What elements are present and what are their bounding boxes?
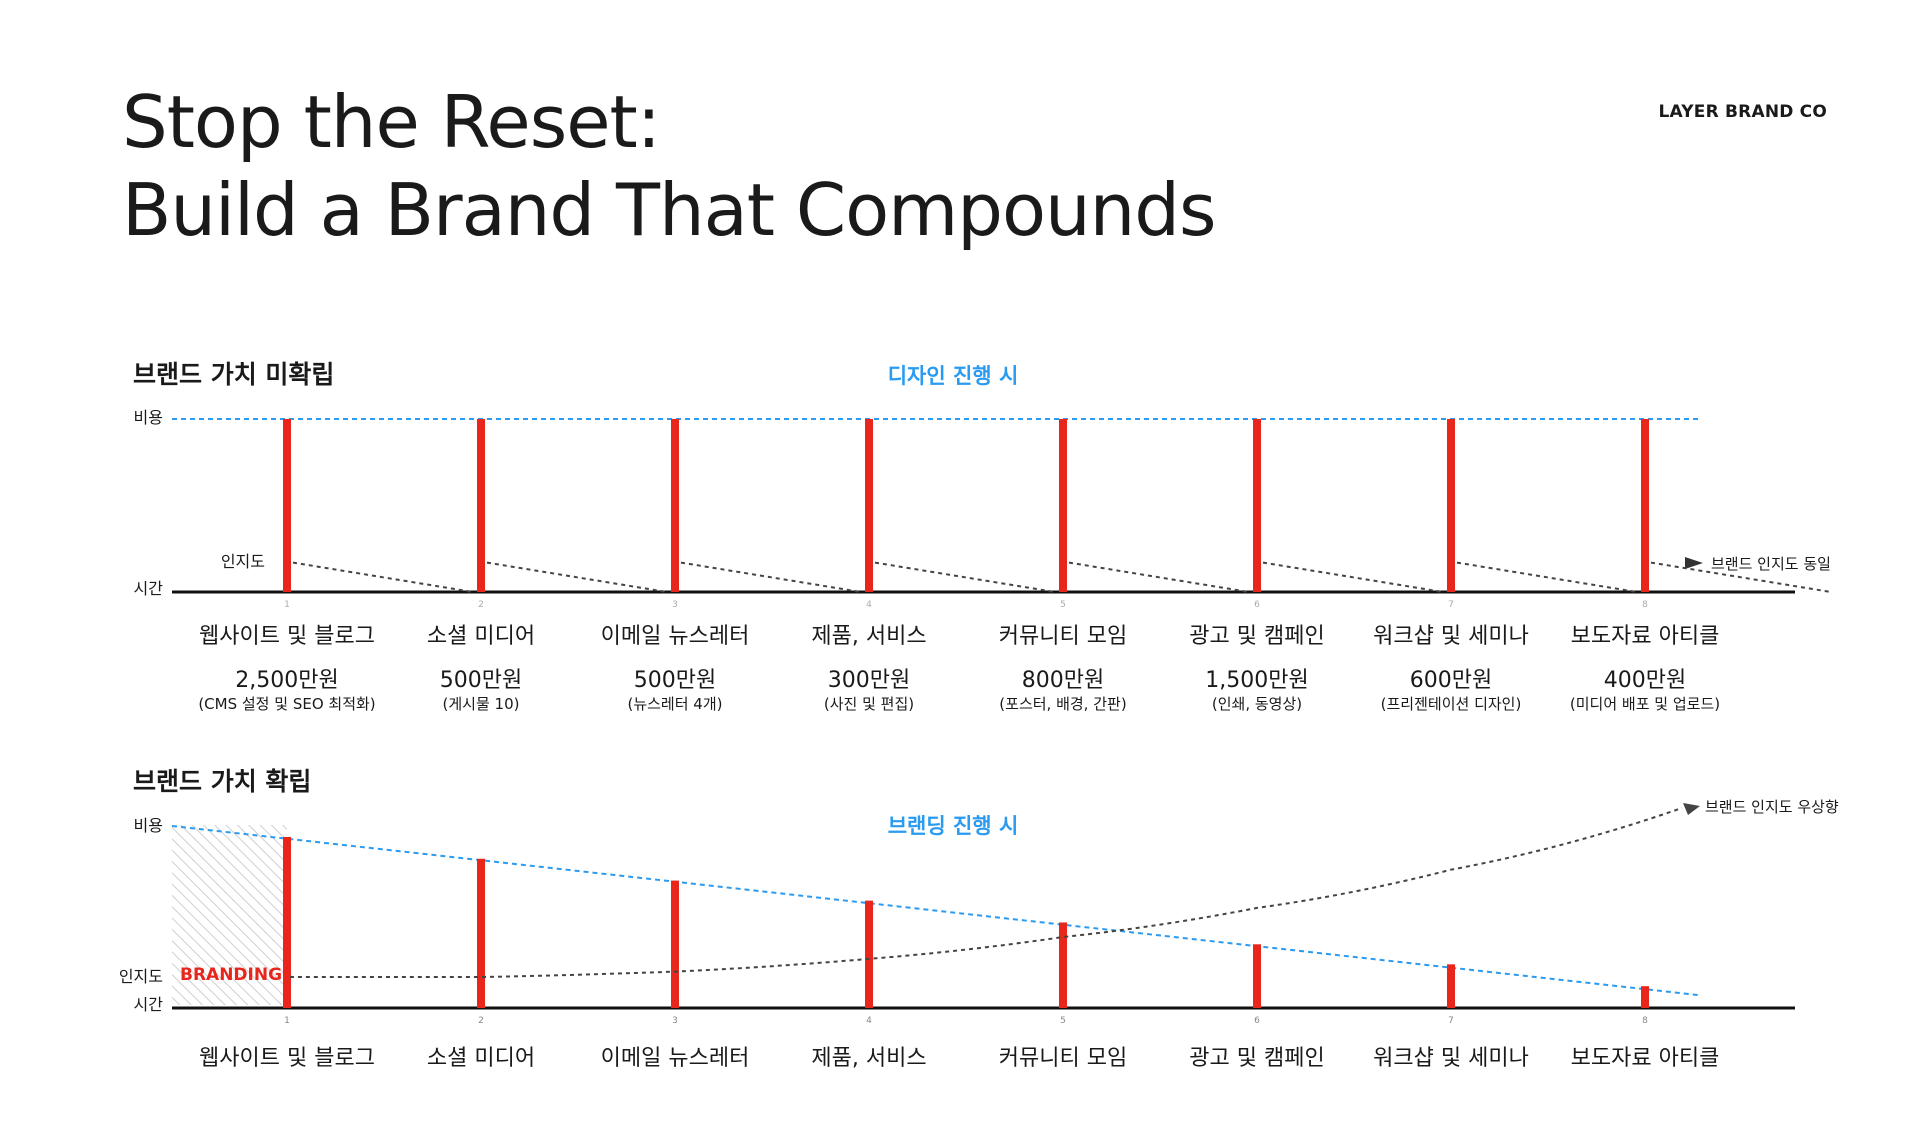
chart1-awareness-segment	[292, 561, 474, 593]
chart-marks: 1 웹사이트 및 블로그 2,500만원 (CMS 설정 및 SEO 최적화) 2 소셜 …	[171, 418, 1832, 1071]
chart1-bar	[1641, 419, 1649, 592]
page-title-line-2: Build a Brand That Compounds	[122, 168, 1217, 252]
chart1-cost-detail: (게시물 10)	[443, 695, 520, 713]
chart1-ylabel-mid: 인지도	[221, 552, 265, 571]
chart1-cost-value: 2,500만원	[235, 668, 338, 693]
chart2-tick-label: 1	[284, 1016, 290, 1026]
chart2-tick-label: 3	[672, 1016, 678, 1026]
chart1-tick-label: 6	[1254, 600, 1260, 610]
chart2-category-label: 광고 및 캠페인	[1189, 1046, 1324, 1071]
chart1-tick-label: 1	[284, 600, 290, 610]
chart1-tick-label: 4	[866, 600, 872, 610]
chart1-category-label: 제품, 서비스	[811, 624, 926, 649]
chart1-cost-detail: (사진 및 편집)	[824, 695, 914, 713]
chart1-tick-label: 7	[1448, 600, 1454, 610]
chart1-bar	[1447, 419, 1455, 592]
page-title: Stop the Reset: Build a Brand That Compo…	[122, 78, 1217, 254]
chart2-bar	[477, 858, 485, 1008]
chart2-category-label: 워크샵 및 세미나	[1373, 1046, 1529, 1071]
chart1-cost-value: 400만원	[1604, 668, 1686, 693]
chart2-tick-label: 8	[1642, 1016, 1648, 1026]
chart1-category-label: 광고 및 캠페인	[1189, 624, 1324, 649]
chart1-bar	[1253, 419, 1261, 592]
chart1-category-label: 웹사이트 및 블로그	[199, 624, 375, 649]
chart1-bar	[283, 419, 291, 592]
chart1-awareness-segment	[1262, 561, 1444, 593]
chart2-end-note: 브랜드 인지도 우상향	[1705, 798, 1839, 816]
chart2-tick-label: 4	[866, 1016, 872, 1026]
chart1-category-label: 소셜 미디어	[427, 624, 535, 649]
chart1-ylabel-top: 비용	[134, 408, 163, 427]
chart1-ylabel-bottom: 시간	[134, 579, 164, 598]
chart2-branding-label: BRANDING	[180, 965, 282, 985]
chart2-ylabel-mid: 인지도	[119, 967, 163, 986]
chart2-category-label: 보도자료 아티클	[1571, 1046, 1720, 1071]
chart1-bar	[671, 419, 679, 592]
chart1-cost-value: 300만원	[828, 668, 910, 693]
brand-logo-text: LAYER BRAND CO	[1658, 102, 1827, 122]
chart1-cost-value: 500만원	[634, 668, 716, 693]
chart1-cost-detail: (미디어 배포 및 업로드)	[1570, 695, 1720, 713]
chart1-tick-label: 5	[1060, 600, 1066, 610]
chart1-tick-label: 8	[1642, 600, 1648, 610]
chart1-cost-detail: (CMS 설정 및 SEO 최적화)	[198, 695, 375, 713]
chart1-awareness-segment	[1456, 561, 1638, 593]
chart1-cost-detail: (프리젠테이션 디자인)	[1381, 695, 1522, 713]
chart2-tick-label: 6	[1254, 1016, 1260, 1026]
chart1-cost-value: 1,500만원	[1205, 668, 1308, 693]
chart1-category-label: 워크샵 및 세미나	[1373, 624, 1529, 649]
chart2-ylabel-top: 비용	[134, 816, 163, 835]
chart2-bar	[865, 900, 873, 1008]
chart1-cost-detail: (포스터, 배경, 간판)	[999, 695, 1126, 713]
chart1-category-label: 이메일 뉴스레터	[601, 624, 750, 649]
chart2-branding-hatch-area	[172, 825, 287, 1005]
chart1-annotation: 디자인 진행 시	[888, 364, 1019, 388]
chart2-category-label: 제품, 서비스	[811, 1046, 926, 1071]
chart2-awareness-curve	[289, 807, 1683, 979]
chart1-cost-value: 800만원	[1022, 668, 1104, 693]
chart2-bar	[1447, 964, 1455, 1008]
chart2-category-label: 이메일 뉴스레터	[601, 1046, 750, 1071]
chart1-title: 브랜드 가치 미확립	[133, 360, 334, 389]
chart2-end-note-arrow-icon	[1683, 803, 1700, 815]
chart2-bar	[671, 880, 679, 1008]
chart1-tick-label: 3	[672, 600, 678, 610]
chart1-awareness-segment	[486, 561, 668, 593]
chart1-category-label: 보도자료 아티클	[1571, 624, 1720, 649]
chart2-tick-label: 2	[478, 1016, 484, 1026]
chart1-category-label: 커뮤니티 모임	[999, 624, 1127, 649]
chart1-cost-value: 600만원	[1410, 668, 1492, 693]
chart2-bar	[283, 836, 291, 1008]
chart2-tick-label: 5	[1060, 1016, 1066, 1026]
chart1-awareness-segment	[1650, 561, 1832, 593]
chart1-cost-detail: (인쇄, 동영상)	[1212, 695, 1302, 713]
chart1-cost-detail: (뉴스레터 4개)	[627, 695, 722, 713]
chart2-tick-label: 7	[1448, 1016, 1454, 1026]
chart2-cost-line	[171, 825, 1701, 997]
chart1-awareness-segment	[680, 561, 862, 593]
page-title-line-1: Stop the Reset:	[122, 80, 661, 164]
chart2-category-label: 웹사이트 및 블로그	[199, 1046, 375, 1071]
chart2-bar	[1641, 986, 1649, 1008]
chart2-category-label: 커뮤니티 모임	[999, 1046, 1127, 1071]
chart1-bar	[865, 419, 873, 592]
chart1-bar	[477, 419, 485, 592]
chart1-end-note-arrow-icon	[1685, 557, 1703, 569]
chart1-tick-label: 2	[478, 600, 484, 610]
chart2-annotation: 브랜딩 진행 시	[888, 814, 1019, 838]
chart1-cost-value: 500만원	[440, 668, 522, 693]
chart1-end-note: 브랜드 인지도 동일	[1711, 555, 1831, 573]
chart2-bar	[1253, 944, 1261, 1008]
chart2-title: 브랜드 가치 확립	[133, 767, 311, 796]
chart2-category-label: 소셜 미디어	[427, 1046, 535, 1071]
chart2-ylabel-bottom: 시간	[134, 995, 164, 1014]
chart2-bar	[1059, 922, 1067, 1008]
chart1-bar	[1059, 419, 1067, 592]
chart1-awareness-segment	[1068, 561, 1250, 593]
chart1-awareness-segment	[874, 561, 1056, 593]
